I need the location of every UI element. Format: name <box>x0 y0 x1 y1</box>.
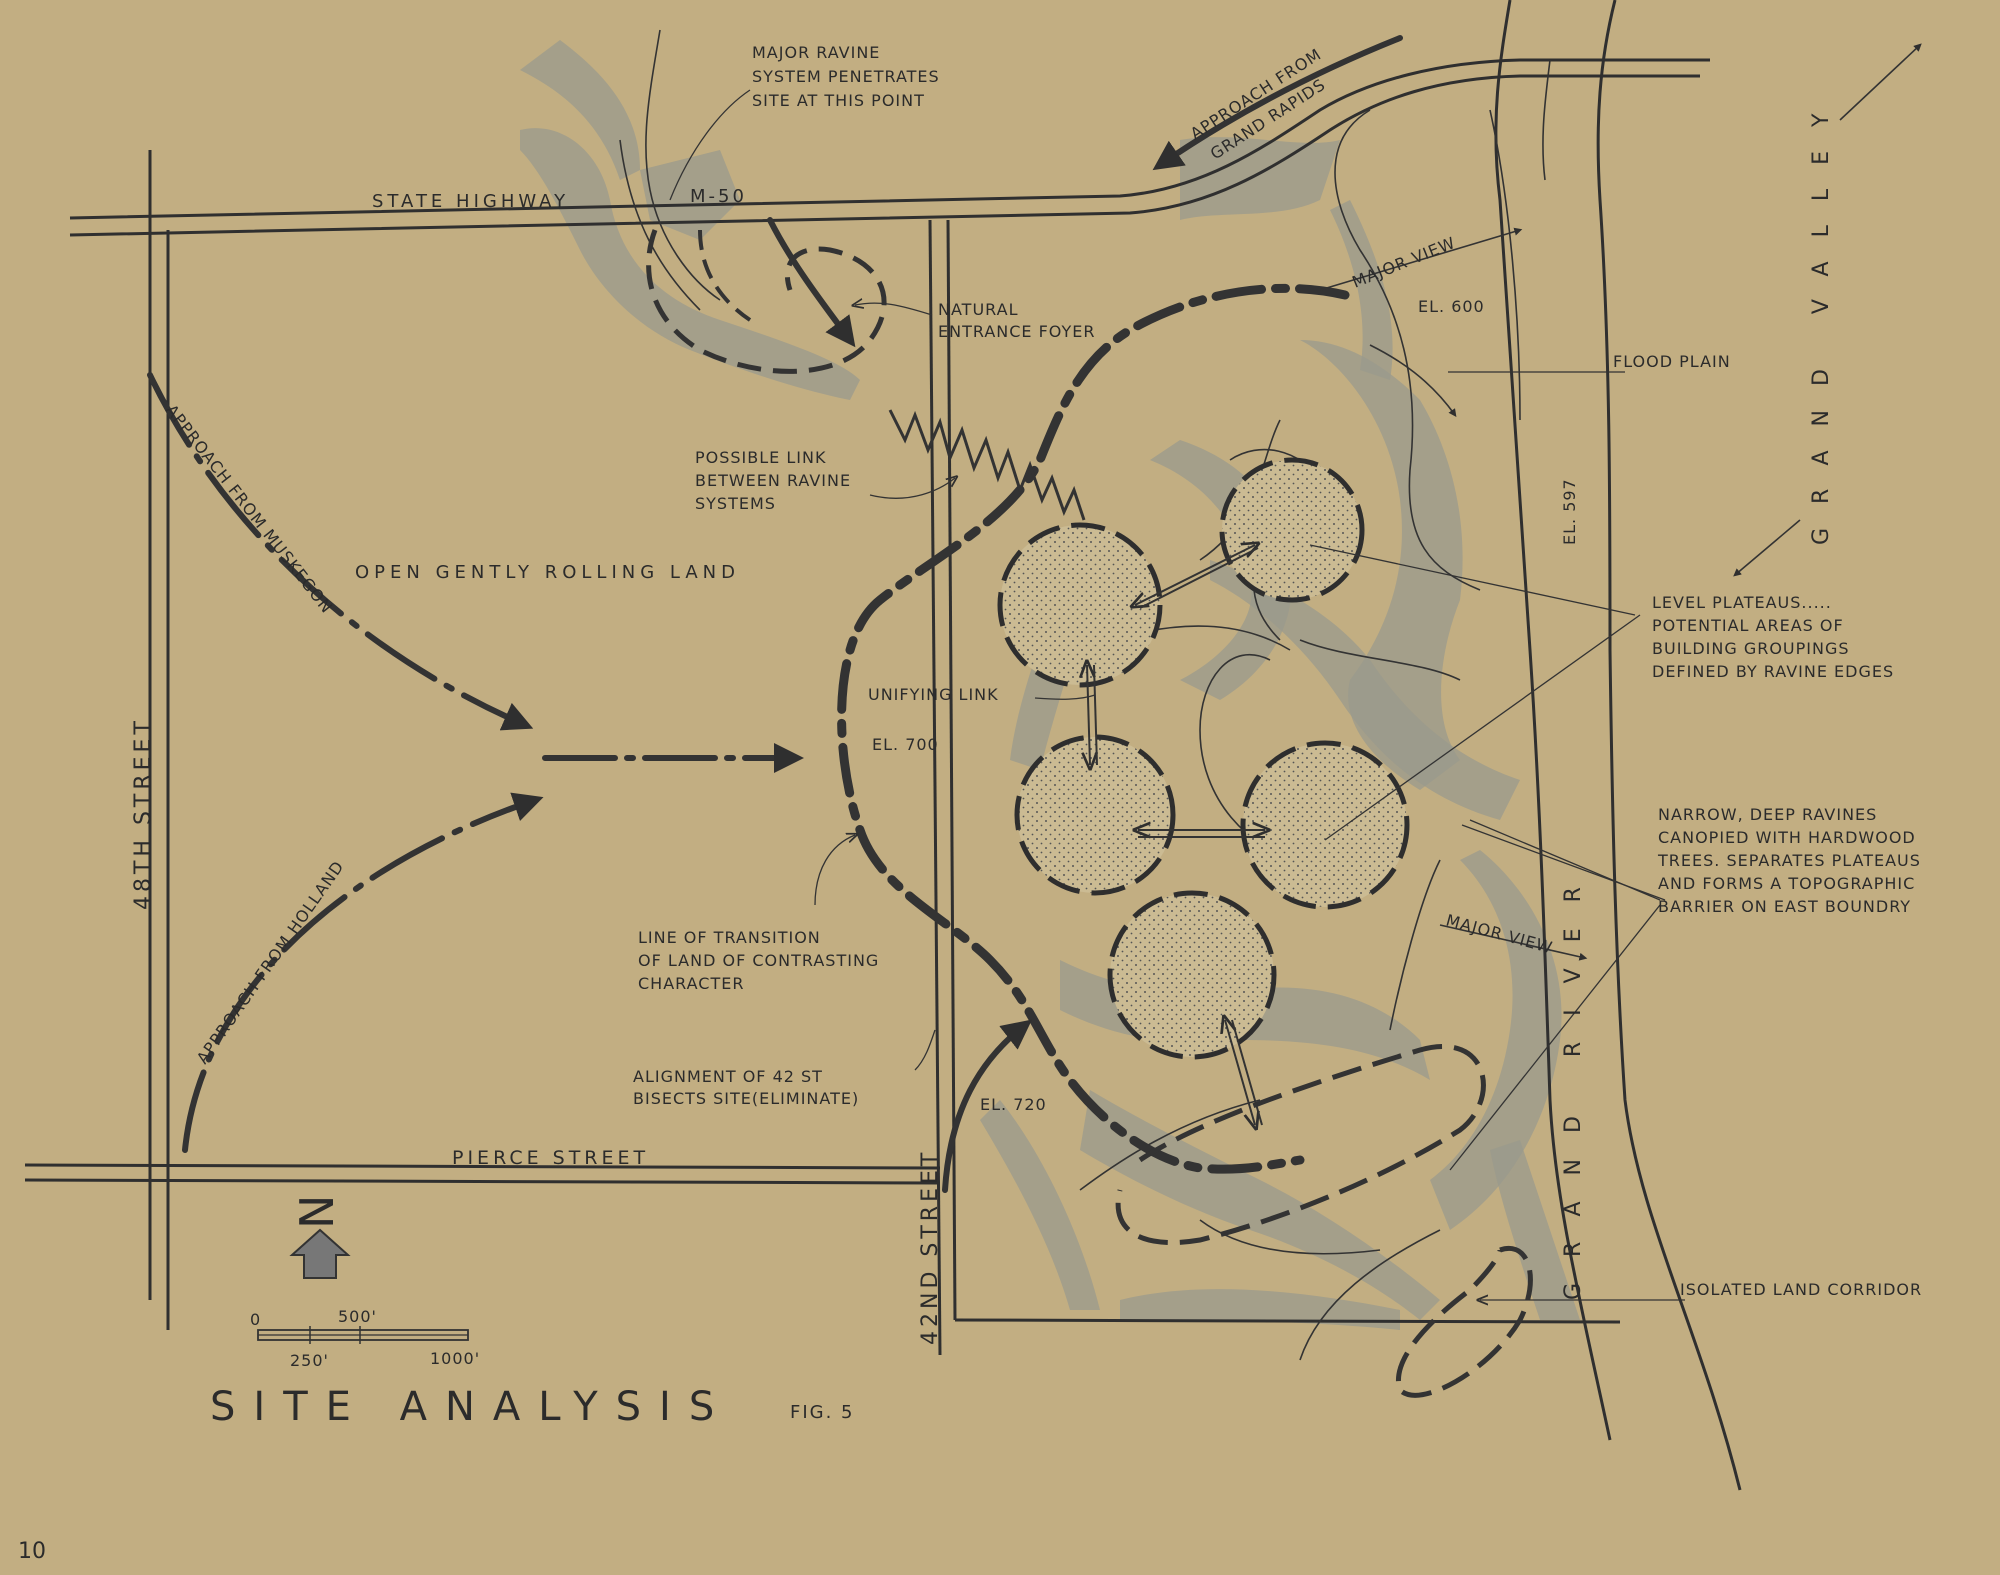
open-land-label: OPEN GENTLY ROLLING LAND <box>355 562 740 583</box>
annotation-level-plateaus: LEVEL PLATEAUS..... POTENTIAL AREAS OF B… <box>1652 593 1894 681</box>
pierce-street-road-edge <box>24 1178 941 1185</box>
annotation-possible-link: POSSIBLE LINK BETWEEN RAVINE SYSTEMS <box>695 448 851 513</box>
grand-river-bank-west <box>1494 0 1612 1441</box>
approach-arrows <box>147 35 1922 1193</box>
annotation-major-ravine: MAJOR RAVINE SYSTEM PENETRATES SITE AT T… <box>752 43 940 110</box>
scale-bar: 0 500' 250' 1000' <box>250 1307 480 1370</box>
approach-muskegon-label: APPROACH FROM MUSKEGON <box>162 401 337 617</box>
road-network <box>24 0 1742 1491</box>
svg-text:BETWEEN RAVINE: BETWEEN RAVINE <box>695 471 851 490</box>
svg-text:POSSIBLE LINK: POSSIBLE LINK <box>695 448 826 467</box>
svg-text:NARROW, DEEP RAVINES: NARROW, DEEP RAVINES <box>1658 805 1877 824</box>
figure-number: FIG. 5 <box>790 1402 855 1423</box>
48th-street-label: 48TH STREET <box>131 717 156 910</box>
elevation-720: EL. 720 <box>980 1095 1047 1114</box>
possible-link-zigzag <box>888 409 1086 521</box>
svg-text:LINE OF TRANSITION: LINE OF TRANSITION <box>638 928 821 947</box>
major-view-arrow-1 <box>1319 227 1523 291</box>
grand-valley-arrow-down <box>1733 519 1801 577</box>
natural-entrance-foyer-loop <box>646 229 887 374</box>
svg-text:MAJOR RAVINE: MAJOR RAVINE <box>752 43 880 62</box>
svg-text:ENTRANCE FOYER: ENTRANCE FOYER <box>938 322 1096 341</box>
scale-zero: 0 <box>250 1310 261 1329</box>
leader-lines <box>669 89 1685 1300</box>
svg-text:SYSTEM PENETRATES: SYSTEM PENETRATES <box>752 67 940 86</box>
foyer-arrow <box>767 217 856 348</box>
isolated-corridor-loop <box>1396 1245 1533 1398</box>
svg-text:BUILDING GROUPINGS: BUILDING GROUPINGS <box>1652 639 1850 658</box>
annotation-narrow-ravines: NARROW, DEEP RAVINES CANOPIED WITH HARDW… <box>1657 805 1921 916</box>
svg-text:CHARACTER: CHARACTER <box>638 974 744 993</box>
grand-river-bank-east <box>1596 0 1742 1491</box>
annotation-line-of-transition: LINE OF TRANSITION OF LAND OF CONTRASTIN… <box>638 928 879 993</box>
figure-title: SITE ANALYSIS <box>210 1384 732 1430</box>
ravine-shading <box>520 40 1580 1330</box>
plateau-3 <box>1014 734 1176 896</box>
plateau-4 <box>1240 740 1410 910</box>
svg-text:LEVEL PLATEAUS.....: LEVEL PLATEAUS..... <box>1652 593 1832 612</box>
svg-text:ALIGNMENT OF 42 ST: ALIGNMENT OF 42 ST <box>633 1067 823 1086</box>
unifying-link-label: UNIFYING LINK <box>868 685 999 704</box>
42nd-approach-arrow <box>942 1019 1033 1193</box>
elevation-600: EL. 600 <box>1418 297 1485 316</box>
plateau-links <box>1087 545 1265 1125</box>
plateaus <box>997 457 1410 1060</box>
grand-valley-label: GRAND VALLEY <box>1809 90 1834 545</box>
north-arrow-label: N <box>290 1193 344 1229</box>
annotation-alignment-42: ALIGNMENT OF 42 ST BISECTS SITE(ELIMINAT… <box>633 1067 859 1108</box>
svg-text:POTENTIAL AREAS OF: POTENTIAL AREAS OF <box>1652 616 1844 635</box>
state-highway-m50-road <box>69 58 1710 220</box>
page-number: 10 <box>18 1539 46 1564</box>
plateau-2 <box>1219 457 1365 603</box>
approach-holland-label: APPROACH FROM HOLLAND <box>193 857 348 1067</box>
scale-250: 250' <box>290 1351 329 1370</box>
grand-river-label: GRAND RIVER <box>1561 861 1586 1300</box>
42nd-street-label: 42ND STREET <box>918 1149 943 1345</box>
svg-text:SITE AT THIS POINT: SITE AT THIS POINT <box>752 91 925 110</box>
state-highway-label: STATE HIGHWAY <box>372 191 569 212</box>
line-of-transition <box>837 283 1350 1174</box>
elevation-597: EL. 597 <box>1560 478 1579 545</box>
svg-text:BISECTS SITE(ELIMINATE): BISECTS SITE(ELIMINATE) <box>633 1089 859 1108</box>
scale-1000: 1000' <box>430 1349 480 1368</box>
north-arrow: N <box>289 1193 351 1279</box>
flood-plain-label: FLOOD PLAIN <box>1613 352 1731 371</box>
svg-text:AND FORMS A TOPOGRAPHIC: AND FORMS A TOPOGRAPHIC <box>1658 874 1915 893</box>
plateau-5 <box>1107 890 1277 1060</box>
grand-valley-arrow-up <box>1839 43 1922 121</box>
svg-text:BARRIER ON EAST BOUNDRY: BARRIER ON EAST BOUNDRY <box>1658 897 1911 916</box>
svg-text:TREES. SEPARATES PLATEAUS: TREES. SEPARATES PLATEAUS <box>1657 851 1921 870</box>
lower-ravine-loop <box>1115 1044 1486 1246</box>
pierce-street-label: PIERCE STREET <box>452 1147 649 1169</box>
major-view-arrow-2 <box>1439 924 1588 961</box>
svg-text:SYSTEMS: SYSTEMS <box>695 494 776 513</box>
approach-muskegon-arrow <box>147 372 534 731</box>
42nd-street-road <box>928 219 942 1356</box>
scale-500: 500' <box>338 1307 377 1326</box>
isolated-corridor-label: ISOLATED LAND CORRIDOR <box>1680 1280 1922 1299</box>
svg-text:NATURAL: NATURAL <box>938 300 1018 319</box>
approach-holland-arrow <box>182 792 544 1153</box>
pierce-street-road <box>24 1163 941 1170</box>
state-highway-m50-road-edge <box>69 74 1700 237</box>
approach-grand-rapids-arrow <box>1152 35 1403 171</box>
svg-text:DEFINED BY RAVINE EDGES: DEFINED BY RAVINE EDGES <box>1652 662 1894 681</box>
annotation-natural-entrance: NATURAL ENTRANCE FOYER <box>938 300 1096 341</box>
elevation-700: EL. 700 <box>872 735 939 754</box>
m50-label: M-50 <box>690 186 747 207</box>
svg-text:OF LAND OF CONTRASTING: OF LAND OF CONTRASTING <box>638 951 879 970</box>
svg-text:CANOPIED WITH HARDWOOD: CANOPIED WITH HARDWOOD <box>1658 828 1916 847</box>
